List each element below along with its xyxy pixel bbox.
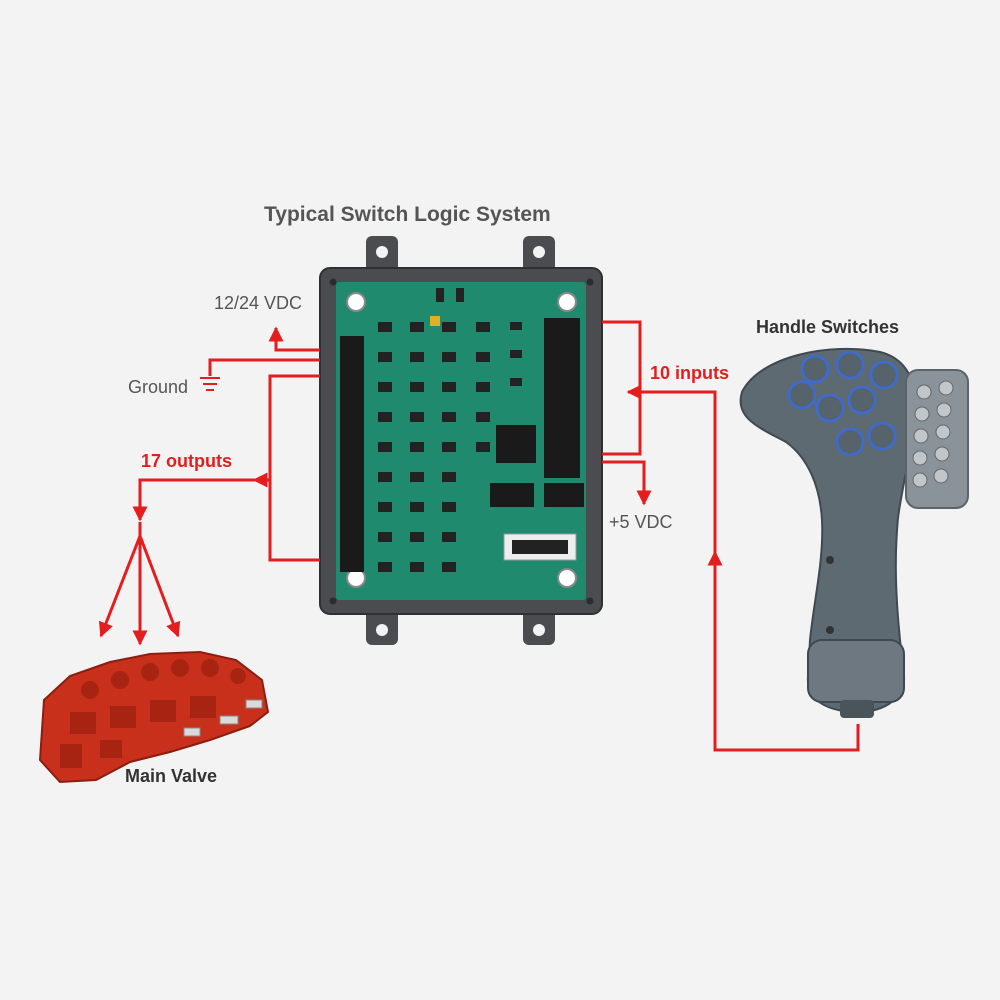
- circuit-board: [336, 282, 586, 600]
- microcontroller-chip: [496, 425, 536, 463]
- ground-wire: [210, 360, 320, 376]
- logic-supply-wire: [602, 462, 644, 504]
- controller-enclosure: [320, 236, 602, 645]
- outputs-label: 17 outputs: [141, 451, 232, 472]
- right-header-connector: [544, 318, 580, 478]
- supply-wire: [276, 328, 320, 350]
- ground-label: Ground: [128, 377, 188, 398]
- inputs-label: 10 inputs: [650, 363, 729, 384]
- outputs-wire: [101, 376, 320, 644]
- main-valve-label: Main Valve: [125, 766, 217, 787]
- dip-socket: [504, 534, 576, 560]
- main-valve-image: [40, 652, 268, 782]
- ground-symbol-icon: [200, 378, 220, 390]
- side-keypad: [906, 370, 968, 508]
- joystick-handle: [741, 349, 968, 718]
- logic-supply-label: +5 VDC: [609, 512, 673, 533]
- left-header-connector: [340, 336, 364, 572]
- diagram-title: Typical Switch Logic System: [264, 203, 551, 227]
- supply-voltage-label: 12/24 VDC: [214, 293, 302, 314]
- handle-switches-label: Handle Switches: [756, 317, 899, 338]
